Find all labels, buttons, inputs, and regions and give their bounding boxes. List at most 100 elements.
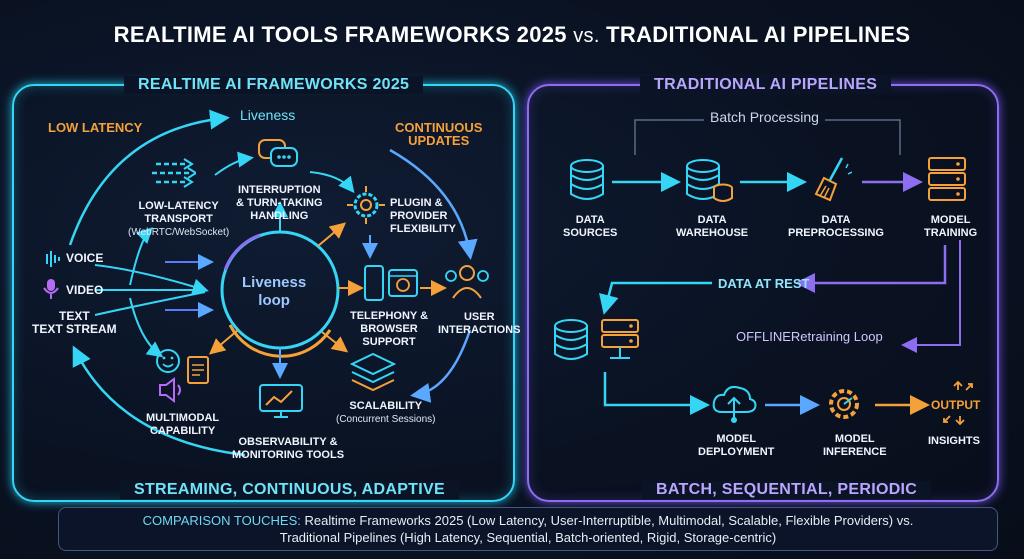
input-fan-1 [94,264,209,295]
interruption-to-plugin [309,171,355,194]
output-label: OUTPUT [931,398,981,412]
input-fan-3 [94,291,206,316]
user-interactions-label: USER INTERACTIONS [438,311,521,337]
voice-wave-icon [46,251,60,267]
multimodal-label: MULTIMODAL CAPABILITY [146,412,219,438]
text-line-1: TEXT [59,309,90,323]
outer-arc-bottom [72,345,246,457]
low-latency-label: LOW LATENCY [48,120,143,135]
video-label: VIDEO [66,283,104,297]
data-warehouse-label: DATA WAREHOUSE [676,214,748,240]
microphone-icon [43,279,59,299]
inference-gear-icon [829,389,859,419]
speaker-icon [159,377,175,403]
inference-line-1: MODEL [834,433,875,445]
traditional-panel-header: TRADITIONAL AI PIPELINES [640,76,892,94]
warehouse-line-1: DATA [697,214,727,226]
user-line-1: USER [463,311,495,323]
transport-to-interruption [214,151,254,176]
continuous-line-1: CONTINUOUS [395,120,483,135]
page-title: REALTIME AI TOOLS FRAMEWORKS 2025 vs. TR… [0,22,1024,48]
liveness-loop-arc-orange [228,324,332,358]
traditional-panel-footer: BATCH, SEQUENTIAL, PERIODIC [642,481,932,499]
loop-line-2: loop [258,292,290,309]
plugin-line-1: PLUGIN & [390,197,443,209]
data-sources-label: DATA SOURCES [563,214,617,240]
interruption-label: INTERRUPTION & TURN-TAKING HANDLING [236,184,323,223]
transport-arrows-icon [152,158,196,188]
plugin-label: PLUGIN & PROVIDER FLEXIBILITY [390,197,456,236]
spoke-multimodal [208,329,239,355]
scalability-line-1: SCALABILITY [349,400,423,412]
data-at-rest-label: DATA AT REST [718,276,810,291]
inference-line-2: INFERENCE [823,446,887,458]
deployment-line-2: DEPLOYMENT [698,446,775,458]
title-left: REALTIME AI TOOLS FRAMEWORKS 2025 [113,22,567,47]
multimodal-icons [156,349,209,403]
database-icon [570,159,604,200]
interruption-line-3: HANDLING [250,210,309,222]
transport-line-1: LOW-LATENCY [138,200,219,212]
transport-label: LOW-LATENCY TRANSPORT (WebRTC/WebSocket) [128,200,229,239]
observability-label: OBSERVABILITY & MONITORING TOOLS [232,436,344,462]
comparison-line-1: Realtime Frameworks 2025 (Low Latency, U… [304,513,914,528]
stored-database-icon [554,319,588,360]
data-sources-line-1: DATA [575,214,605,226]
outer-arc-right [389,148,478,260]
transport-sub: (WebRTC/WebSocket) [128,227,230,238]
scalability-label: SCALABILITY (Concurrent Sessions) [336,400,435,426]
cloud-deploy-icon [712,385,757,423]
broom-icon [814,157,852,202]
plugin-gear-icon [347,186,385,224]
users-icon [445,265,489,299]
user-line-2: INTERACTIONS [438,324,521,336]
telephony-line-2: BROWSER [360,323,418,335]
model-deployment-label: MODEL DEPLOYMENT [698,433,774,459]
liveness-loop-arc-purple [223,233,261,271]
title-right: TRADITIONAL AI PIPELINES [606,22,911,47]
scalability-sub: (Concurrent Sessions) [336,414,436,425]
interruption-line-2: & TURN-TAKING [236,197,323,209]
input-branch-down [129,297,164,358]
title-vs: vs. [573,25,600,47]
monitor-chart-icon [259,384,303,418]
offline-loop-label: OFFLINERetraining Loop [736,329,883,344]
plugin-line-2: PROVIDER [390,210,448,222]
loop-line-1: Liveness [242,274,307,291]
voice-label: VOICE [66,251,104,265]
training-line-2: TRAINING [924,227,978,239]
spoke-scalability [321,331,349,353]
offline-loop-line [901,240,961,353]
spoke-plugin [317,222,347,247]
realtime-panel-header: REALTIME AI FRAMEWORKS 2025 [124,76,424,94]
smiley-icon [156,349,180,373]
model-training-label: MODEL TRAINING [924,214,977,240]
input-branch-up [129,227,153,286]
insights-label: INSIGHTS [928,435,980,447]
layers-stack-icon [350,352,396,392]
outer-arc-bottom-right [410,329,472,403]
text-line-2: TEXT STREAM [32,322,117,336]
warehouse-database-icon [686,159,733,202]
multimodal-line-2: CAPABILITY [149,425,216,437]
telephony-label: TELEPHONY & BROWSER SUPPORT [350,310,428,349]
text-stream-label: TEXT TEXT STREAM [32,310,117,336]
store-to-deployment [603,372,710,415]
preprocessing-line-1: DATA [821,214,851,226]
phone-browser-icon [364,265,418,301]
training-line-1: MODEL [930,214,971,226]
warehouse-line-2: WAREHOUSE [676,227,749,239]
output-arrows-icon [943,380,973,426]
batch-bracket [634,119,901,155]
data-sources-line-2: SOURCES [563,227,618,239]
server-rack-icon [928,157,966,201]
data-preprocessing-label: DATA PREPROCESSING [788,214,884,240]
batch-processing-label: Batch Processing [704,110,825,124]
document-icon [187,356,209,384]
comparison-line-2: Traditional Pipelines (High Latency, Seq… [279,530,777,545]
continuous-line-2: UPDATES [408,133,470,148]
transport-line-2: TRANSPORT [144,213,213,225]
rest-line [599,281,712,315]
